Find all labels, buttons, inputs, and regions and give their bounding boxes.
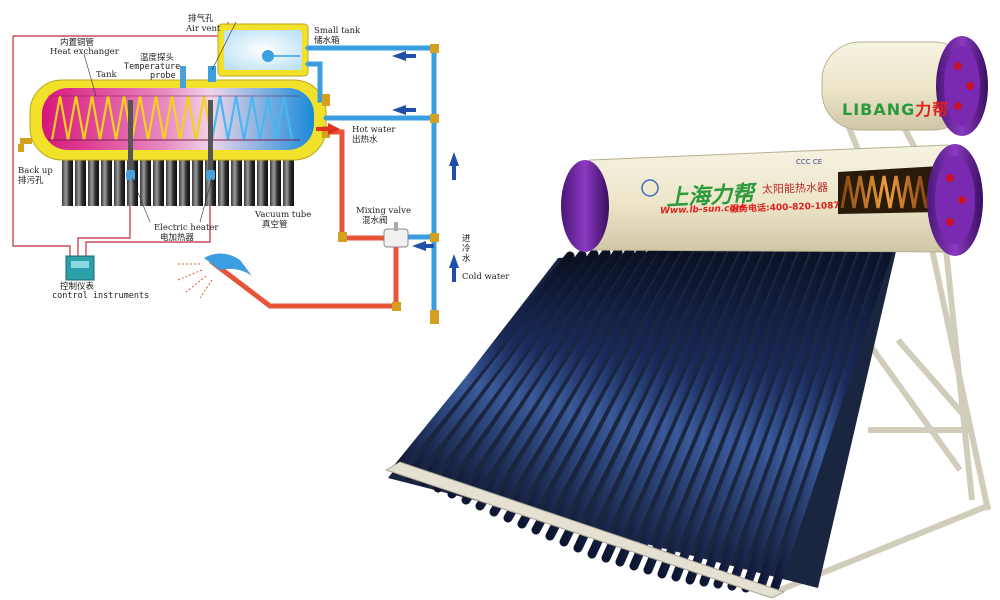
hot-water-label: Hot water [352, 125, 396, 135]
cold-in-label-cn-2: 冷 [462, 244, 471, 254]
solar-tubes-array [384, 229, 900, 599]
upper-brand-logo: LIBANG力帮 [842, 96, 949, 120]
main-tank [29, 79, 327, 180]
vacuum-tubes [62, 150, 294, 206]
product-illustration [384, 36, 992, 599]
temperature-probe-label-en2: probe [150, 71, 176, 81]
upper-brand-en: LIBANG [842, 100, 916, 119]
vacuum-tube-label-cn: 真空管 [262, 220, 288, 230]
heat-exchanger-label: Heat exchanger [50, 47, 119, 57]
control-instruments-label: control instruments [52, 291, 150, 301]
lower-main-tank [561, 144, 983, 256]
electric-heater-label-cn: 电加热器 [160, 233, 195, 243]
control-instrument-box [65, 255, 95, 281]
cold-water-label: Cold water [462, 272, 510, 282]
tank-label: Tank [96, 70, 117, 80]
backup-drain-tap [18, 138, 32, 152]
small-tank [208, 23, 309, 82]
mixing-valve [383, 222, 409, 248]
mixing-valve-label-cn: 混水阀 [362, 216, 388, 226]
flow-arrows [316, 51, 459, 282]
small-tank-label: Small tank [314, 26, 361, 36]
pipe-fittings [322, 44, 439, 324]
air-vent-label-cn: 排气孔 [188, 14, 214, 24]
control-instruments-label-cn: 控制仪表 [60, 282, 95, 292]
cold-water-pipes [305, 45, 437, 323]
temperature-probe-label-en: Temperature [124, 62, 181, 72]
hot-water-label-cn: 出热水 [352, 135, 378, 145]
leader-lines [83, 21, 237, 223]
certification-marks: CCC CE [796, 158, 823, 166]
temperature-probe [180, 66, 186, 88]
system-diagram [12, 21, 459, 324]
back-up-label: Back up [18, 166, 53, 176]
upper-brand-cn: 力帮 [915, 100, 950, 119]
vacuum-tube-label: Vacuum tube [255, 210, 312, 220]
shower-head [176, 253, 252, 299]
back-up-label-cn: 排污孔 [18, 176, 44, 186]
electric-heater-label: Electric heater [154, 223, 219, 233]
temperature-probe-label-cn: 温度探头 [140, 53, 175, 63]
upper-tank [821, 36, 988, 136]
product-name-cn: 太阳能热水器 [761, 180, 829, 197]
inner-pipe-label-cn: 内置铜管 [60, 38, 95, 48]
cold-in-label-cn-3: 水 [462, 254, 471, 264]
cold-in-label-cn-1: 进 [462, 234, 471, 244]
mixing-valve-label: Mixing valve [356, 206, 411, 216]
small-tank-label-cn: 储水箱 [314, 36, 340, 46]
air-vent-label: Air vent [186, 24, 221, 34]
